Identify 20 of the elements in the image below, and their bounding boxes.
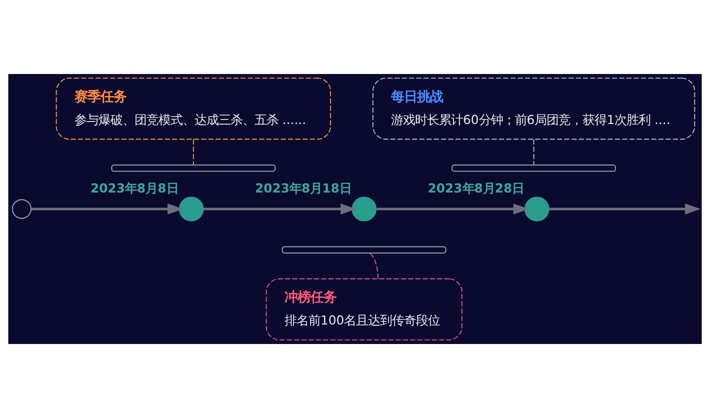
node-circle (12, 199, 32, 219)
arrow (31, 204, 184, 214)
node-bracket (452, 164, 616, 172)
node-label: 2023年8月8日 (90, 180, 178, 196)
node-circle (352, 196, 377, 222)
arrow (376, 204, 529, 214)
node-label: 2023年8月18日 (254, 180, 352, 196)
node-box: 赛季任务 参与爆破、团竞模式、达成三杀、五杀 ...... (56, 78, 332, 140)
connector (533, 139, 534, 165)
node-bracket (111, 164, 276, 172)
node-circle (524, 196, 550, 222)
connector (192, 139, 194, 165)
node-box: 冲榜任务 排名前100名且达到传奇段位 (266, 278, 462, 340)
arrow (548, 204, 701, 214)
node-box: 每日挑战 游戏时长累计60分钟；前6局团竞，获得1次胜利 .... (372, 78, 696, 140)
node-circle (178, 196, 204, 222)
node-label: 2023年8月28日 (428, 180, 524, 196)
connector (370, 252, 379, 279)
node-bracket (282, 246, 446, 254)
arrow (204, 204, 356, 214)
